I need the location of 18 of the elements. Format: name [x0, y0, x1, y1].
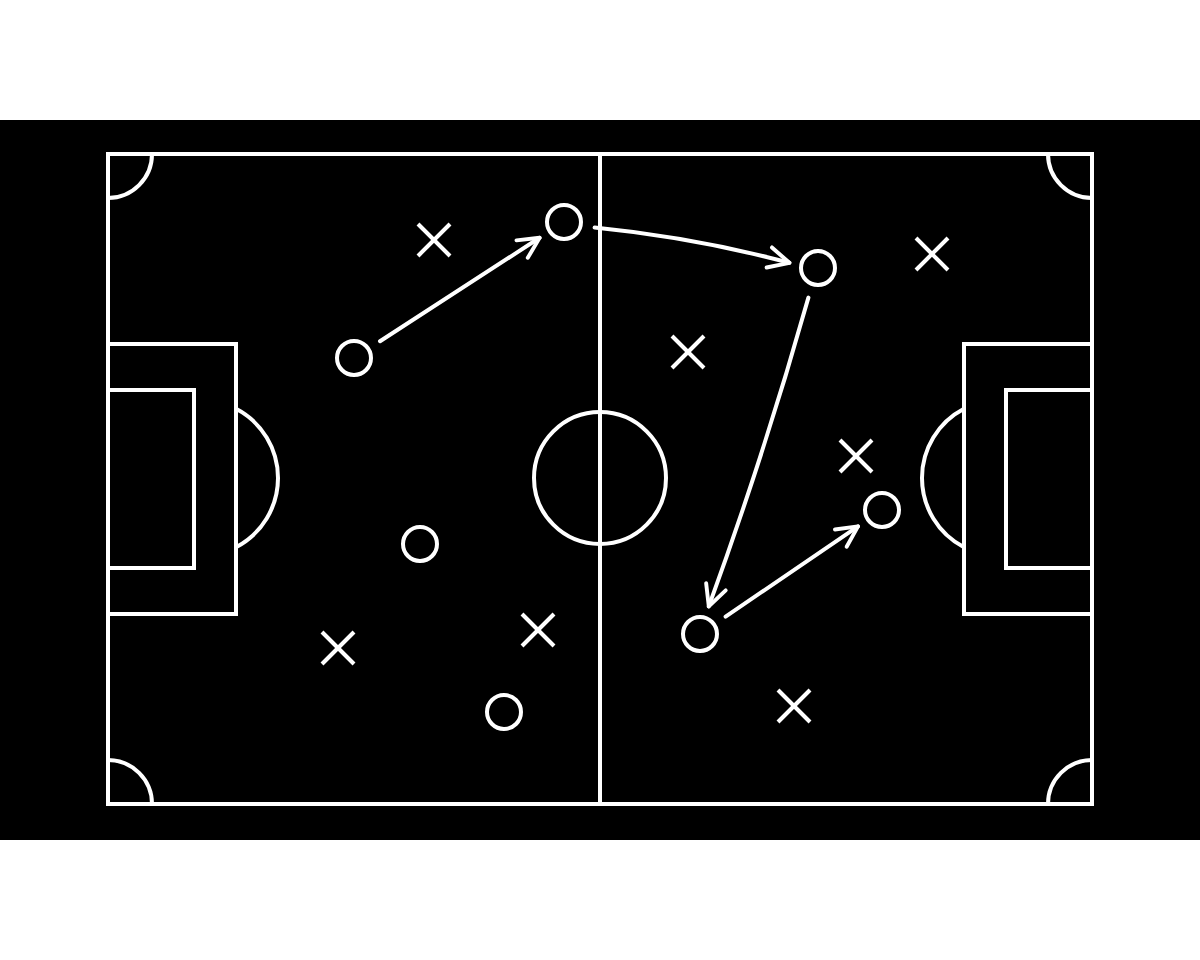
- circle-marker: [545, 203, 583, 241]
- cross-marker: [320, 630, 356, 666]
- cross-marker: [914, 236, 950, 272]
- circle-marker: [863, 491, 901, 529]
- circle-marker: [681, 615, 719, 653]
- arrow: [378, 235, 542, 344]
- arrow: [723, 524, 860, 619]
- cross-marker: [520, 612, 556, 648]
- circle-marker: [335, 339, 373, 377]
- cross-marker: [838, 438, 874, 474]
- cross-marker: [416, 222, 452, 258]
- circle-marker: [485, 693, 523, 731]
- arrow: [704, 295, 811, 609]
- circle-marker: [401, 525, 439, 563]
- arrow: [592, 225, 792, 270]
- cross-marker: [776, 688, 812, 724]
- cross-marker: [670, 334, 706, 370]
- circle-marker: [799, 249, 837, 287]
